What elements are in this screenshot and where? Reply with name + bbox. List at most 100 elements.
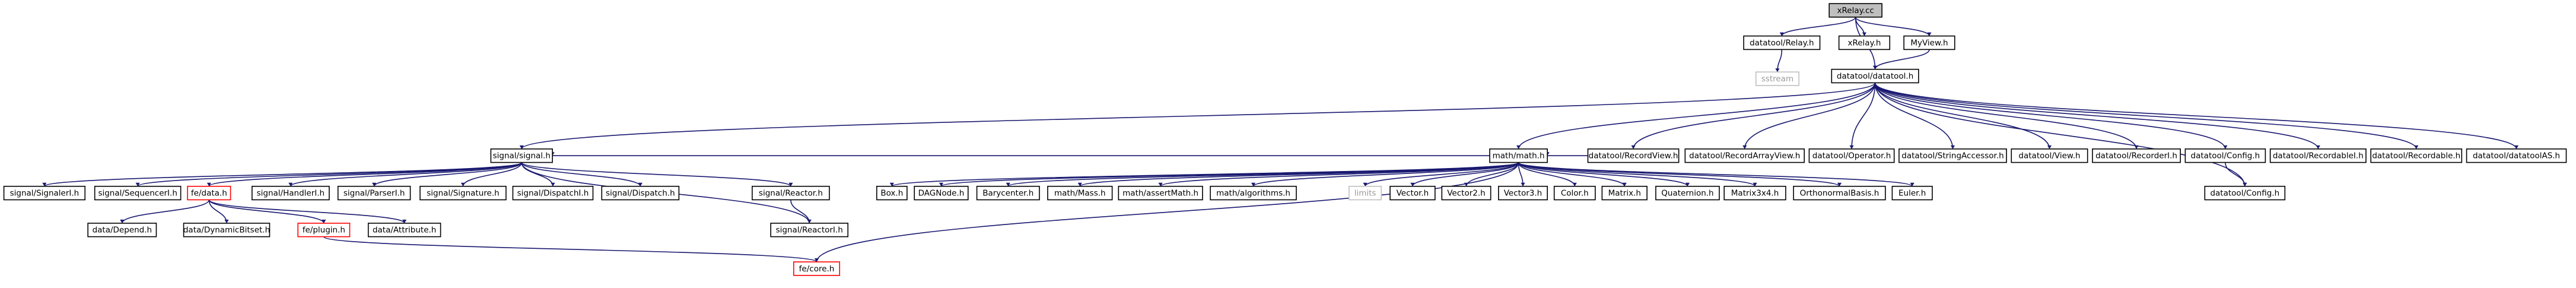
node-datatool-relay[interactable]: datatool/Relay.h — [1743, 35, 1821, 50]
node-vector[interactable]: Vector.h — [1389, 185, 1436, 201]
node-data-dynbitset[interactable]: data/DynamicBitset.h — [183, 223, 271, 238]
edge-arrowhead — [372, 182, 377, 186]
edge-arrowhead — [814, 258, 819, 262]
node-fe-core[interactable]: fe/core.h — [793, 261, 841, 276]
node-label: math/assertMath.h — [1122, 189, 1198, 198]
node-label: datatool/datatoolAS.h — [2473, 151, 2560, 161]
edge-arrowhead — [1006, 182, 1010, 186]
node-math-assert[interactable]: math/assertMath.h — [1118, 185, 1203, 201]
edge-datatool-datatool-to-dt-stringaccessor — [1874, 83, 1954, 149]
node-box — [252, 185, 330, 201]
node-box[interactable]: Box.h — [876, 185, 908, 201]
edge-arrowhead — [1685, 182, 1690, 186]
node-label: signal/ParserI.h — [344, 189, 405, 198]
node-dt-datatoolas[interactable]: datatool/datatoolAS.h — [2466, 148, 2567, 163]
node-dt-config-h[interactable]: datatool/Config.h — [2184, 148, 2266, 163]
node-sig-handleri[interactable]: signal/HandlerI.h — [252, 185, 330, 201]
node-box — [1047, 185, 1113, 201]
edge-fe-data-to-data-depend — [122, 200, 210, 224]
node-dt-view[interactable]: datatool/View.h — [2011, 148, 2088, 163]
edge-math-math-to-matrix — [1518, 162, 1626, 187]
edge-arrowhead — [1363, 182, 1367, 186]
node-sig-signature[interactable]: signal/Signature.h — [419, 185, 507, 201]
edge-signal-signal-to-sig-dispatch — [521, 162, 641, 187]
node-vector3[interactable]: Vector3.h — [1498, 185, 1548, 201]
node-label: datatool/RecordArrayView.h — [1689, 151, 1800, 161]
edge-datatool-datatool-to-dt-recordable — [1874, 83, 2417, 150]
node-box — [1808, 148, 1895, 163]
node-sig-dispatchi[interactable]: signal/DispatchI.h — [512, 185, 594, 201]
node-sig-parseri[interactable]: signal/ParserI.h — [337, 185, 411, 201]
edge-math-math-to-limits — [1365, 162, 1519, 187]
node-dt-recordablei[interactable]: datatool/RecordableI.h — [2269, 148, 2367, 163]
node-barycenter[interactable]: Barycenter.h — [976, 185, 1040, 201]
node-math-math[interactable]: math/math.h — [1489, 148, 1548, 163]
node-signal-signal[interactable]: signal/signal.h — [490, 148, 553, 163]
node-box — [183, 223, 271, 238]
node-euler[interactable]: Euler.h — [1891, 185, 1933, 201]
node-data-attribute[interactable]: data/Attribute.h — [367, 223, 441, 238]
edge-arrowhead — [2316, 145, 2320, 149]
node-sig-signaleri[interactable]: signal/SignalerI.h — [3, 185, 86, 201]
node-myview[interactable]: MyView.h — [1903, 35, 1955, 50]
node-sig-reactor[interactable]: signal/Reactor.h — [752, 185, 830, 201]
node-matrix[interactable]: Matrix.h — [1601, 185, 1648, 201]
edge-math-math-to-euler — [1518, 162, 1913, 187]
node-matrix3x4[interactable]: Matrix3x4.h — [1723, 185, 1786, 201]
graph-nodes: xRelay.cc datatool/Relay.h xRelay.h MyView.… — [3, 3, 2567, 276]
edge-math-math-to-vector — [1412, 162, 1519, 187]
node-math-mass[interactable]: math/Mass.h — [1047, 185, 1113, 201]
edge-arrowhead — [807, 219, 812, 223]
edge-arrowhead — [206, 182, 211, 186]
node-dt-recorderi[interactable]: datatool/RecorderI.h — [2092, 148, 2181, 163]
node-dt-recordview[interactable]: datatool/RecordView.h — [1587, 148, 1680, 163]
node-quaternion[interactable]: Quaternion.h — [1655, 185, 1720, 201]
node-label: datatool/RecorderI.h — [2095, 151, 2177, 161]
edge-arrowhead — [1775, 68, 1780, 72]
edge-signal-signal-to-sig-signature — [462, 162, 523, 186]
node-box — [187, 185, 231, 201]
edge-arrowhead — [1516, 145, 1521, 149]
node-sstream[interactable]: sstream — [1755, 71, 1799, 86]
edge-arrowhead — [1849, 145, 1854, 149]
edge-signal-signal-to-sig-handleri — [290, 162, 523, 187]
node-xrelay-h[interactable]: xRelay.h — [1838, 35, 1891, 50]
node-box — [3, 185, 86, 201]
edge-math-math-to-math-algorithms — [1252, 162, 1519, 187]
node-box — [2370, 148, 2463, 163]
edge-arrowhead — [42, 182, 47, 186]
node-fe-data[interactable]: fe/data.h — [187, 185, 231, 201]
edge-arrowhead — [120, 219, 125, 223]
edge-arrowhead — [1742, 145, 1747, 149]
node-sig-sequencer[interactable]: signal/SequencerI.h — [94, 185, 182, 201]
node-vector2[interactable]: Vector2.h — [1441, 185, 1491, 201]
edge-arrowhead — [1779, 32, 1784, 36]
node-box — [1489, 148, 1548, 163]
node-xrelay-cc[interactable]: xRelay.cc — [1828, 3, 1882, 18]
node-sig-dispatch[interactable]: signal/Dispatch.h — [601, 185, 680, 201]
node-fe-plugin[interactable]: fe/plugin.h — [297, 223, 351, 238]
node-dt-config-lower[interactable]: datatool/Config.h — [2204, 185, 2286, 201]
edge-datatool-datatool-to-dt-datatoolas — [1874, 83, 2517, 150]
node-data-depend[interactable]: data/Depend.h — [87, 223, 157, 238]
node-dt-recordable[interactable]: datatool/Recordable.h — [2370, 148, 2463, 163]
node-box — [1723, 185, 1786, 201]
node-math-algorithms[interactable]: math/algorithms.h — [1210, 185, 1297, 201]
node-box — [1349, 185, 1382, 201]
node-dagnode[interactable]: DAGNode.h — [914, 185, 969, 201]
node-color[interactable]: Color.h — [1553, 185, 1596, 201]
node-label: datatool/Config.h — [2191, 151, 2260, 161]
node-dt-recordarrayview[interactable]: datatool/RecordArrayView.h — [1684, 148, 1805, 163]
node-limits[interactable]: limits — [1349, 185, 1382, 201]
node-dt-operator[interactable]: datatool/Operator.h — [1808, 148, 1895, 163]
edge-arrowhead — [1927, 32, 1932, 36]
edge-signal-signal-to-fe-data — [208, 162, 523, 187]
node-label: signal/Signature.h — [427, 189, 499, 198]
edge-arrowhead — [1950, 145, 1955, 149]
node-label: signal/Reactor.h — [759, 189, 823, 198]
node-datatool-datatool[interactable]: datatool/datatool.h — [1831, 68, 1919, 84]
node-orthonormal[interactable]: OrthonormalBasis.h — [1793, 185, 1886, 201]
edge-signal-signal-to-sig-parseri — [373, 162, 523, 187]
node-sig-reactori[interactable]: signal/ReactorI.h — [770, 223, 849, 238]
node-dt-stringaccessor[interactable]: datatool/StringAccessor.h — [1898, 148, 2007, 163]
